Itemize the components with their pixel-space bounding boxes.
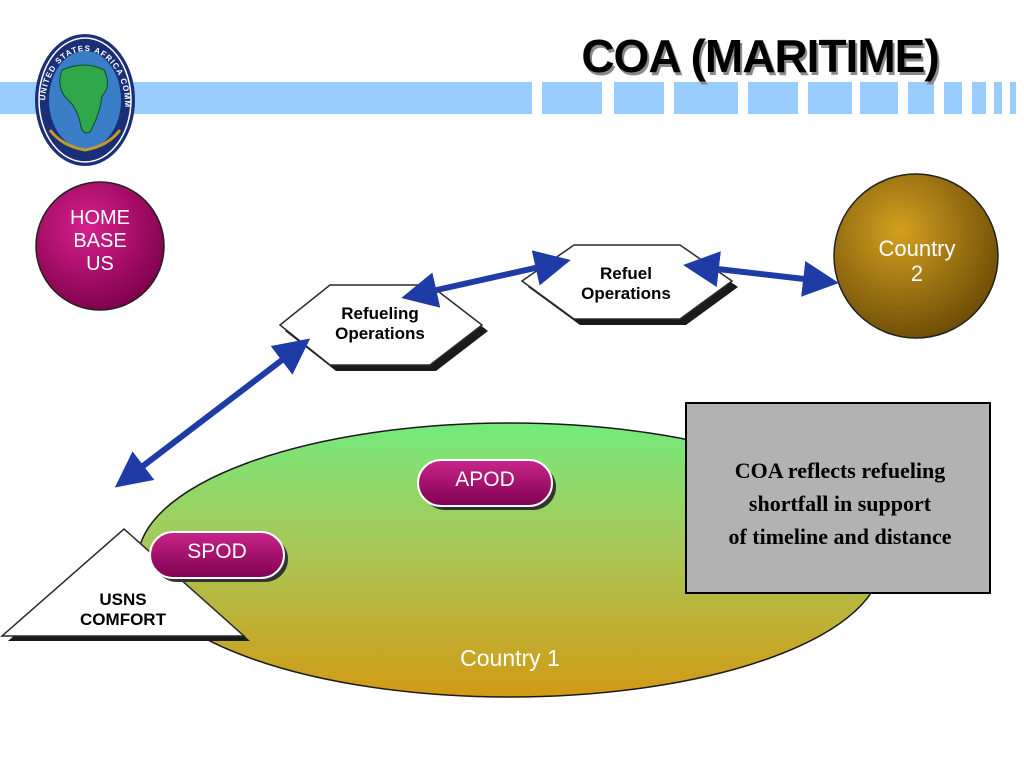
home-base-line: BASE [73,230,127,252]
usns-comfort-triangle [0,527,250,641]
country1-label: Country 1 [460,645,560,671]
coa-note-box: COA reflects refueling shortfall in supp… [685,402,991,594]
spod-pill [149,531,288,582]
refueling-line: Operations [335,323,425,343]
country2-line: 2 [910,261,924,287]
title-bar [0,82,1016,114]
title-bar-block [994,82,1002,114]
refuel-line: Refuel [600,264,652,283]
refueling-operations-label: Refueling Operations [282,304,478,343]
refuel-operations-label: Refuel Operations [522,264,730,303]
title-bar-block [808,82,852,114]
usns-line: USNS [99,590,147,609]
home-base-line: US [86,253,114,275]
arrow-usns-to-refueling [114,338,311,488]
slide-title: COA (MARITIME) [581,30,939,82]
spod-label: SPOD [187,540,247,563]
title-bar-block [1010,82,1016,114]
coa-note-line: shortfall in support [748,491,932,516]
coa-note-line: COA reflects refueling [734,458,946,483]
coa-note-line: of timeline and distance [728,524,952,549]
title-bar-block [908,82,934,114]
title-bar-block [944,82,962,114]
title-bar-block [748,82,798,114]
title-bar-block [972,82,986,114]
home-base-circle [35,181,165,311]
refueling-line: Refueling [341,304,419,323]
coa-note-text: COA reflects refueling shortfall in supp… [687,454,993,553]
route-arrows [114,250,839,488]
country2-label: Country 2 [834,236,1000,287]
refuel-line: Operations [581,283,671,303]
title-bar-block [614,82,664,114]
usns-comfort-label: USNS COMFORT [40,590,206,629]
country2-line: Country [878,236,956,261]
title-bar-block [674,82,738,114]
arrow-refuel-to-country2 [683,251,839,297]
home-base-label: HOME BASE US [36,207,164,276]
title-bar-block [860,82,898,114]
usns-line: COMFORT [80,609,166,629]
home-base-line: HOME [70,207,130,229]
arrow-refueling-to-refuel [401,250,571,308]
apod-label: APOD [455,468,515,491]
apod-pill [417,459,556,510]
title-bar-block [542,82,602,114]
